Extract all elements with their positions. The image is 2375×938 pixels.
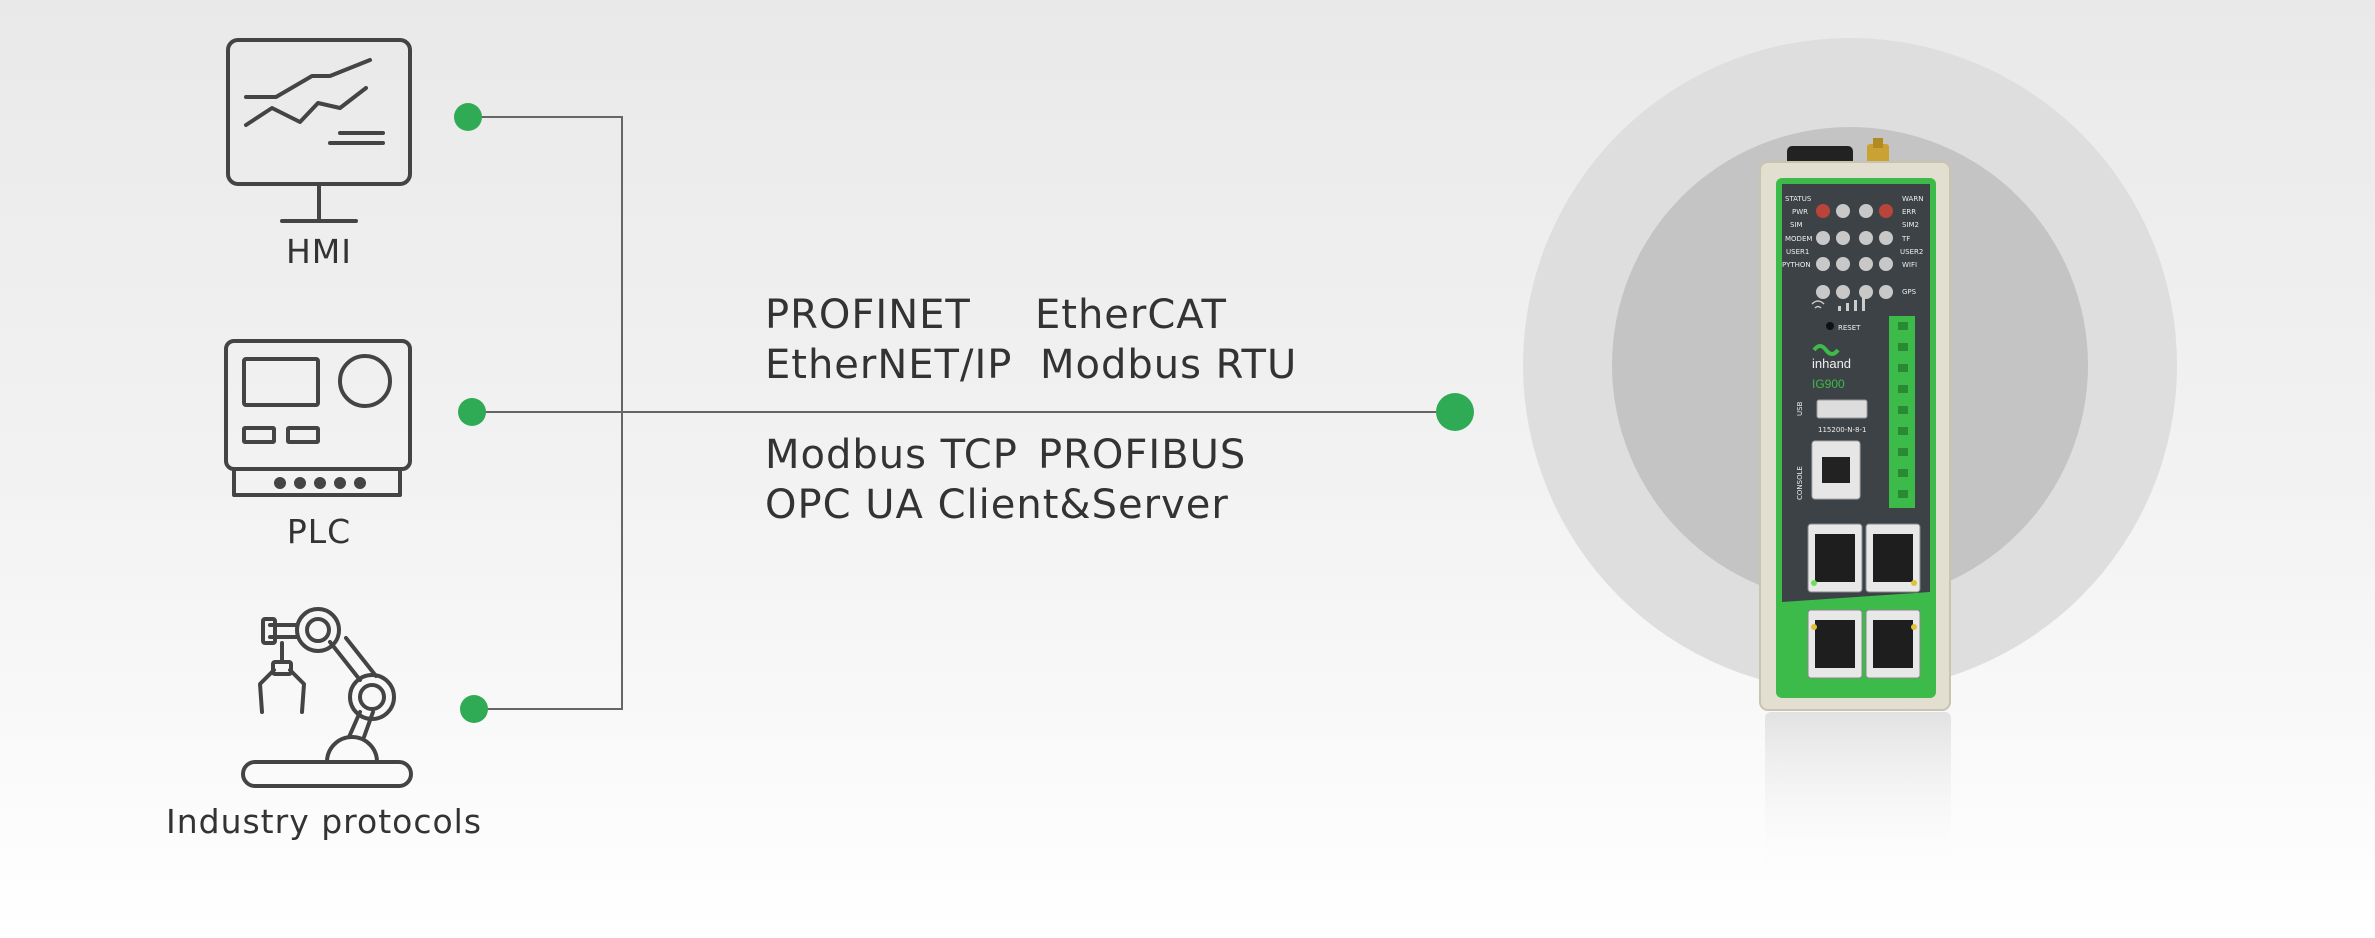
terminal-block xyxy=(1889,316,1915,508)
led-label-err: ERR xyxy=(1902,208,1916,216)
signal-bars-icon xyxy=(1838,297,1865,311)
led-label-warn: WARN xyxy=(1902,195,1923,203)
brand-name: inhand xyxy=(1812,356,1851,371)
hmi-label: HMI xyxy=(285,232,353,271)
monitor-chart-icon xyxy=(226,38,412,223)
led-label-modem: MODEM xyxy=(1785,235,1812,243)
protocol-profinet: PROFINET xyxy=(765,292,971,338)
industry-protocols-label: Industry protocols xyxy=(165,802,483,841)
plc-controller-icon xyxy=(224,339,412,497)
led-label-pwr: PWR xyxy=(1792,208,1808,216)
connector-lines xyxy=(468,116,1455,710)
robot-arm-icon xyxy=(241,607,413,788)
reset-label: RESET xyxy=(1838,324,1861,332)
gateway-device: STATUS PWR SIM MODEM USER1 PYTHON WARN E… xyxy=(1759,138,1951,882)
led-label-python: PYTHON xyxy=(1782,261,1811,269)
led-indicators xyxy=(1816,204,1893,299)
led-label-wifi: WIFI xyxy=(1902,261,1917,269)
device-reflection xyxy=(1765,712,1951,882)
gateway-connector-dot xyxy=(1436,393,1474,431)
led-label-status: STATUS xyxy=(1785,195,1812,203)
protocol-ethernet-ip: EtherNET/IP xyxy=(765,342,1013,388)
console-label: CONSOLE xyxy=(1796,466,1804,500)
protocol-ethercat: EtherCAT xyxy=(1035,292,1227,338)
wifi-icon xyxy=(1811,300,1825,309)
protocol-opc-ua: OPC UA Client&Server xyxy=(765,482,1229,528)
protocol-profibus: PROFIBUS xyxy=(1038,432,1247,478)
led-label-tf: TF xyxy=(1901,235,1910,243)
protocol-modbus-tcp: Modbus TCP xyxy=(765,432,1018,478)
model-name: IG900 xyxy=(1812,377,1845,391)
led-label-user1: USER1 xyxy=(1786,248,1809,256)
led-label-sim2: SIM2 xyxy=(1902,221,1919,229)
hmi-connector-dot xyxy=(454,103,482,131)
led-label-gps: GPS xyxy=(1902,288,1917,296)
ethernet-ports xyxy=(1807,523,1921,679)
usb-label: USB xyxy=(1796,401,1804,416)
plc-connector-dot xyxy=(458,398,486,426)
robot-connector-dot xyxy=(460,695,488,723)
led-label-sim: SIM xyxy=(1790,221,1803,229)
reset-button-hole xyxy=(1826,322,1834,330)
plc-label: PLC xyxy=(286,512,352,551)
usb-port xyxy=(1816,399,1868,419)
brand-logo: inhand IG900 xyxy=(1812,344,1851,391)
protocol-modbus-rtu: Modbus RTU xyxy=(1040,342,1298,388)
led-label-user2: USER2 xyxy=(1900,248,1923,256)
baud-label: 115200-N-8-1 xyxy=(1818,426,1866,434)
